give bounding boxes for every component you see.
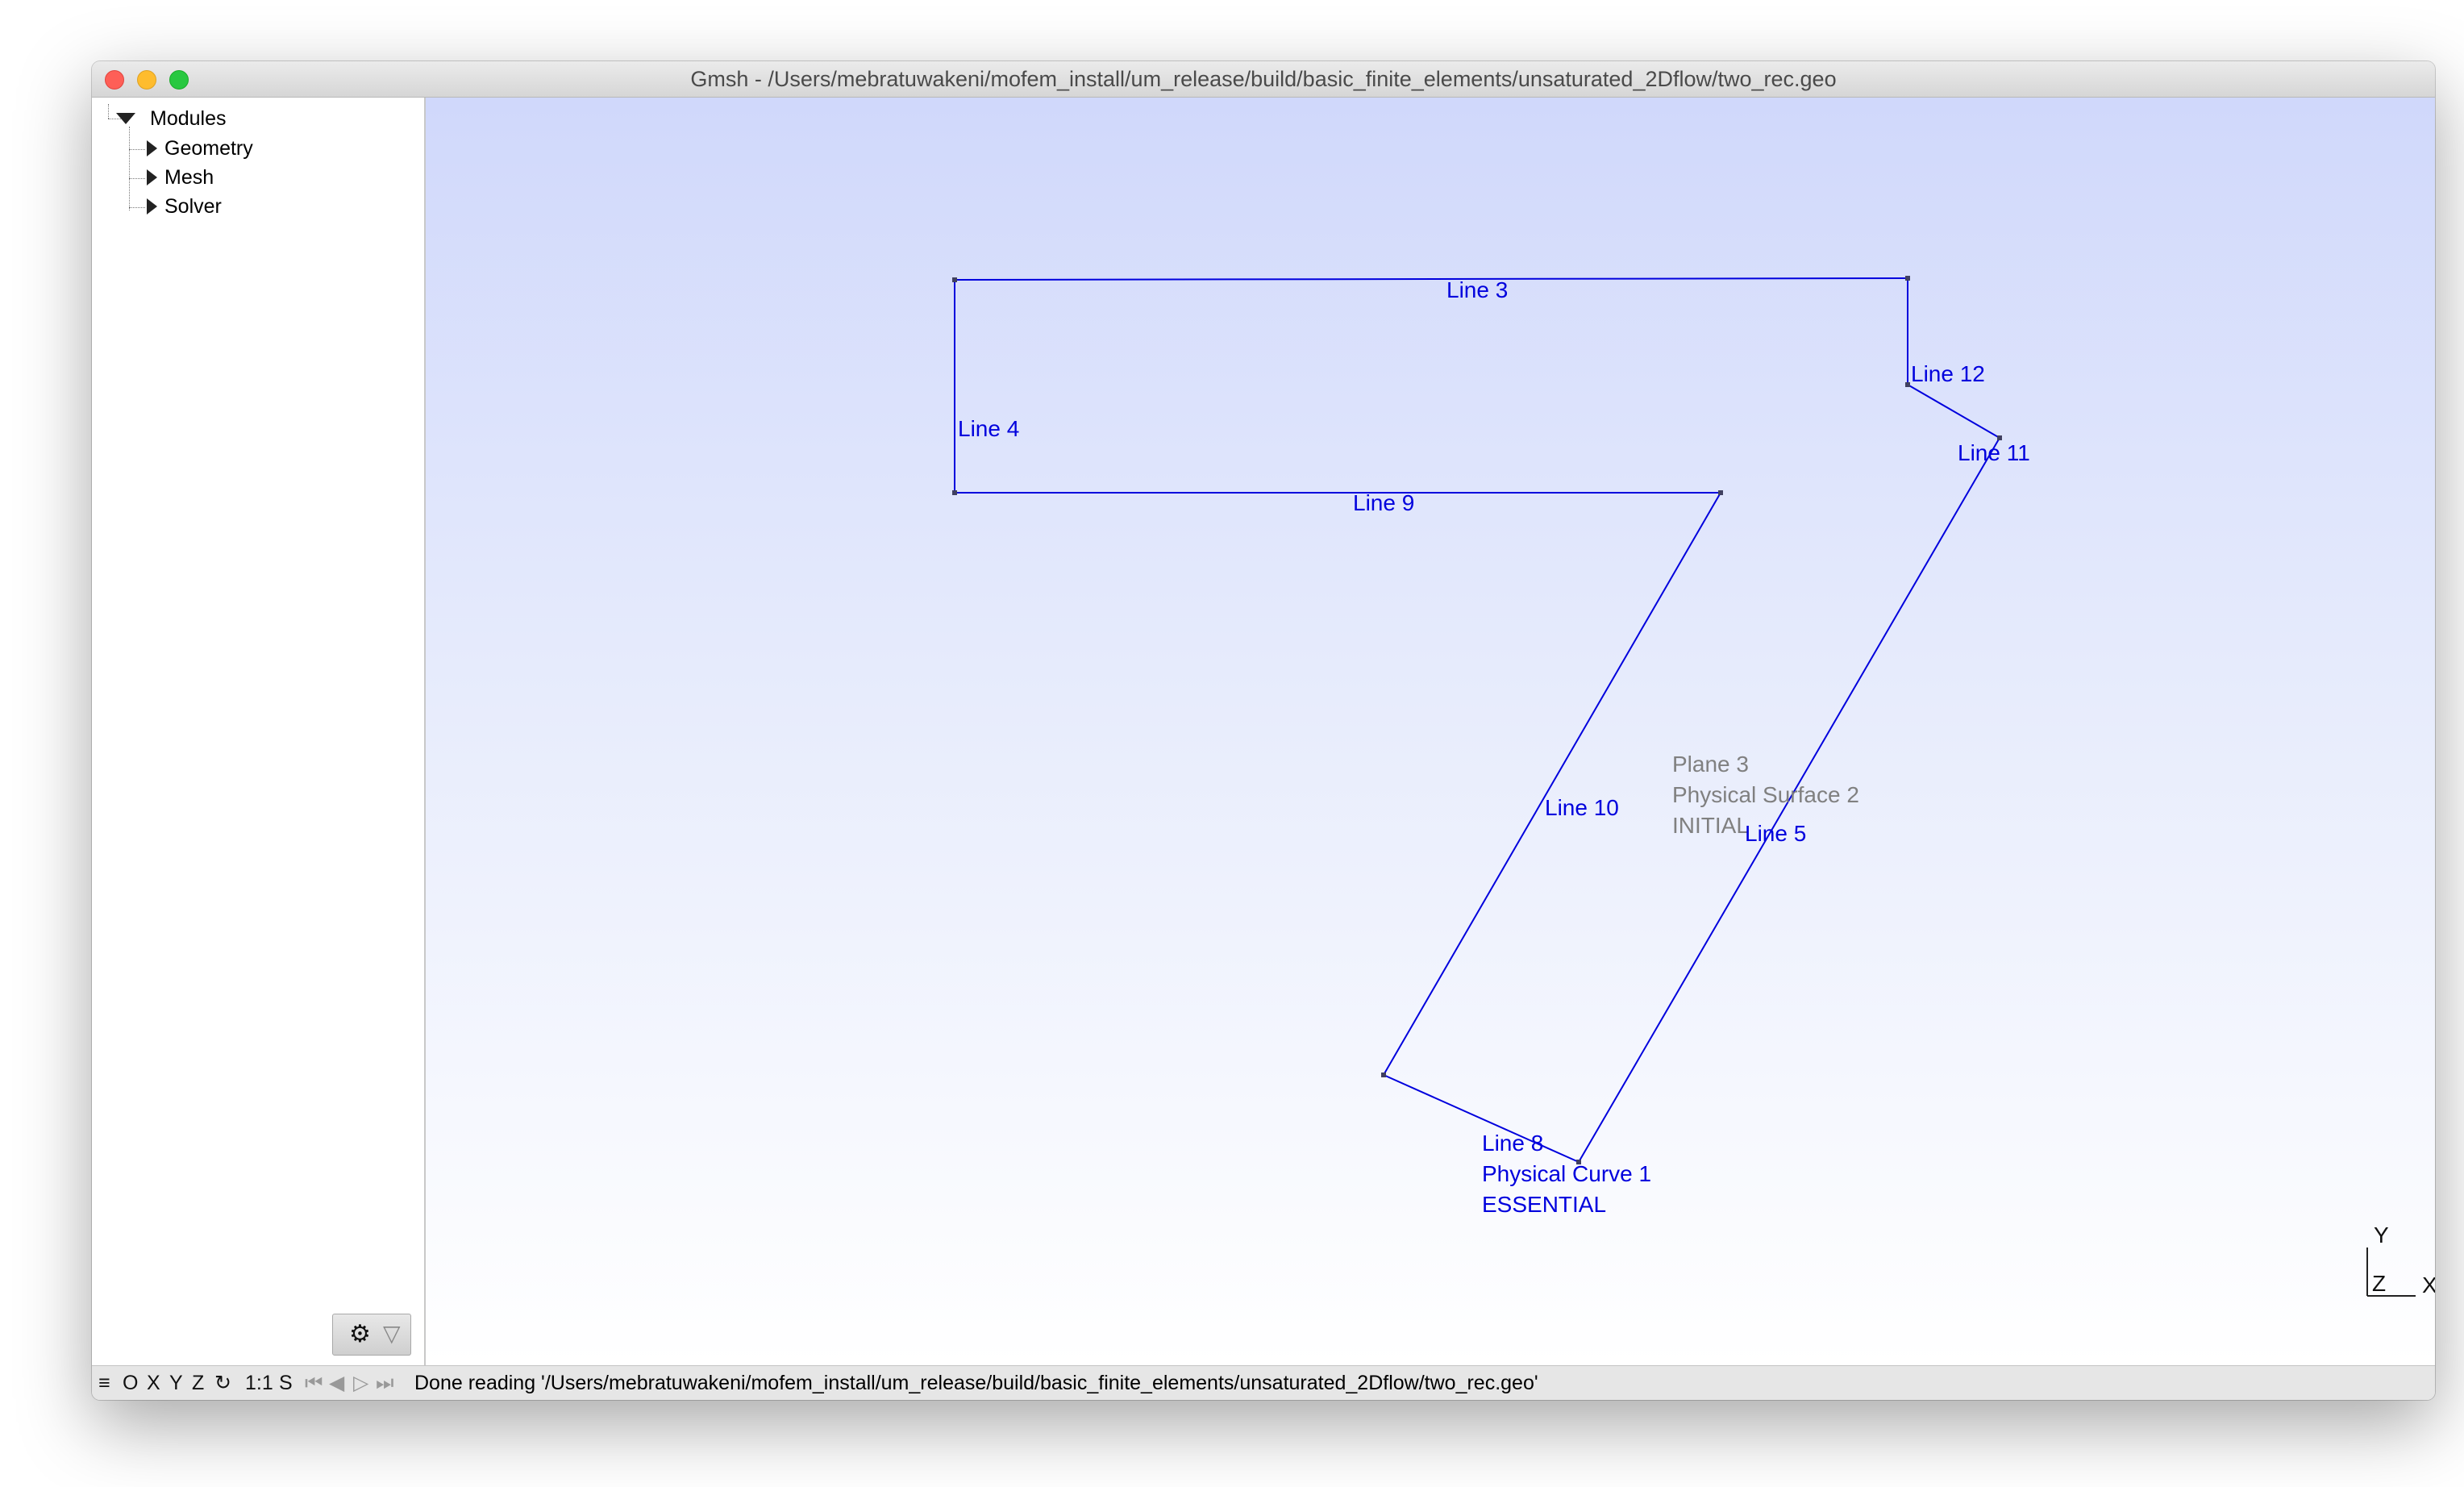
surface-tag-label: INITIAL <box>1672 813 1749 838</box>
tree-connector <box>108 104 109 119</box>
curve-line-10[interactable] <box>1383 492 1721 1076</box>
tree-node-label: Modules <box>150 107 227 130</box>
line-12-label: Line 12 <box>1911 361 1985 386</box>
line-3-label: Line 3 <box>1446 277 1508 302</box>
line-11-label: Line 11 <box>1958 440 2030 465</box>
minimize-button[interactable] <box>137 70 156 90</box>
curve-line-8[interactable] <box>1383 1074 1580 1163</box>
point[interactable] <box>952 277 957 282</box>
curve-line-11[interactable] <box>1907 384 2000 439</box>
line-8-label: Line 8 <box>1482 1131 1543 1156</box>
scale-button[interactable]: 1:1 <box>245 1372 273 1394</box>
tree-node-label: Mesh <box>164 166 214 189</box>
menu-icon[interactable]: ≡ <box>98 1372 110 1394</box>
curve-labels: Line 3 Line 4 Line 9 Line 12 Line 11 Lin… <box>958 277 2030 1217</box>
point[interactable] <box>1718 490 1723 495</box>
point[interactable] <box>1905 276 1910 281</box>
physical-curve-label: Physical Curve 1 <box>1482 1161 1651 1186</box>
module-tree-panel: Modules Geometry Mesh Solver ⚙ ▽ <box>92 98 426 1365</box>
title-bar[interactable]: Gmsh - /Users/mebratuwakeni/mofem_instal… <box>92 61 2435 98</box>
collapse-triangle-icon[interactable] <box>116 113 135 124</box>
first-step-icon[interactable]: ⏮ <box>305 1372 323 1394</box>
point[interactable] <box>952 490 957 495</box>
tree-node-label: Solver <box>164 195 222 218</box>
status-message: Done reading '/Users/mebratuwakeni/mofem… <box>414 1372 1538 1394</box>
zoom-button[interactable] <box>169 70 189 90</box>
geometry-canvas: Plane 3 Physical Surface 2 INITIAL Line … <box>952 276 2435 1297</box>
play-icon[interactable]: ▷ <box>353 1372 369 1394</box>
line-10-label: Line 10 <box>1545 795 1619 820</box>
geometry-points <box>952 276 2002 1164</box>
filter-icon[interactable]: ▽ <box>383 1321 401 1346</box>
physical-curve-tag: ESSENTIAL <box>1482 1192 1606 1217</box>
line-9-label: Line 9 <box>1353 490 1414 515</box>
axes-indicator: Y Z X <box>2366 1223 2435 1297</box>
view-x-button[interactable]: X <box>147 1372 160 1394</box>
status-bar: ≡ O X Y Z ↻ 1:1 S ⏮ ◀ ▷ ⏭ Done reading '… <box>92 1365 2435 1400</box>
expand-triangle-icon[interactable] <box>147 169 157 185</box>
previous-step-icon[interactable]: ◀ <box>329 1372 345 1394</box>
point[interactable] <box>1381 1073 1386 1077</box>
rotate-icon[interactable]: ↻ <box>214 1372 231 1394</box>
x-axis-label: X <box>2422 1272 2435 1297</box>
view-z-button[interactable]: Z <box>192 1372 205 1394</box>
gmsh-window: Gmsh - /Users/mebratuwakeni/mofem_instal… <box>92 61 2435 1400</box>
close-button[interactable] <box>105 70 124 90</box>
expand-triangle-icon[interactable] <box>147 198 157 215</box>
line-4-label: Line 4 <box>958 416 1019 441</box>
view-y-button[interactable]: Y <box>169 1372 183 1394</box>
point[interactable] <box>1997 435 2002 440</box>
s-button[interactable]: S <box>279 1372 293 1394</box>
surface-plane-label: Plane 3 <box>1672 752 1749 777</box>
tree-connector <box>129 178 145 179</box>
point[interactable] <box>1905 382 1910 387</box>
curve-line-3[interactable] <box>954 277 1908 281</box>
geometry-curves <box>954 277 2000 1163</box>
gear-icon: ⚙ <box>349 1321 371 1347</box>
tree-connector <box>129 149 145 150</box>
graphics-viewport[interactable]: Plane 3 Physical Surface 2 INITIAL Line … <box>426 98 2435 1365</box>
tree-connector <box>129 207 145 208</box>
ortho-button[interactable]: O <box>123 1372 139 1394</box>
curve-line-5[interactable] <box>1578 437 2000 1163</box>
tree-node-label: Geometry <box>164 137 253 160</box>
point[interactable] <box>1576 1160 1581 1164</box>
expand-triangle-icon[interactable] <box>147 140 157 156</box>
surface-physical-label: Physical Surface 2 <box>1672 782 1859 807</box>
window-title: Gmsh - /Users/mebratuwakeni/mofem_instal… <box>690 67 1837 91</box>
tree-connector <box>129 127 130 210</box>
next-step-icon[interactable]: ⏭ <box>376 1372 394 1394</box>
line-5-label: Line 5 <box>1745 821 1806 846</box>
surface-labels: Plane 3 Physical Surface 2 INITIAL <box>1672 752 1859 838</box>
options-button[interactable]: ⚙ ▽ <box>332 1314 411 1356</box>
z-axis-label: Z <box>2372 1271 2386 1296</box>
y-axis-label: Y <box>2374 1223 2389 1247</box>
